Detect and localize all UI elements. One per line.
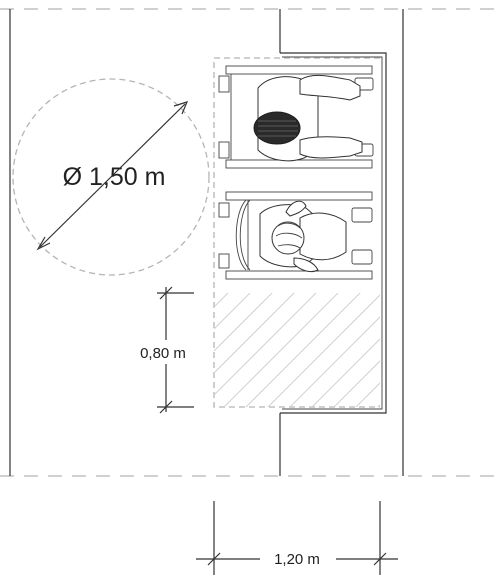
turning-diameter-label: Ø 1,50 m bbox=[63, 163, 166, 191]
hatched-area bbox=[214, 293, 380, 407]
width-label: 1,20 m bbox=[274, 551, 320, 568]
wheelchair-user-icon bbox=[218, 191, 373, 280]
wheelchair-user-icon bbox=[218, 65, 374, 169]
diameter-arrow bbox=[36, 101, 189, 251]
depth-label: 0,80 m bbox=[140, 345, 186, 362]
clear-zone-outline bbox=[213, 57, 380, 408]
niche-walls bbox=[279, 9, 387, 476]
turning-circle bbox=[12, 78, 210, 276]
